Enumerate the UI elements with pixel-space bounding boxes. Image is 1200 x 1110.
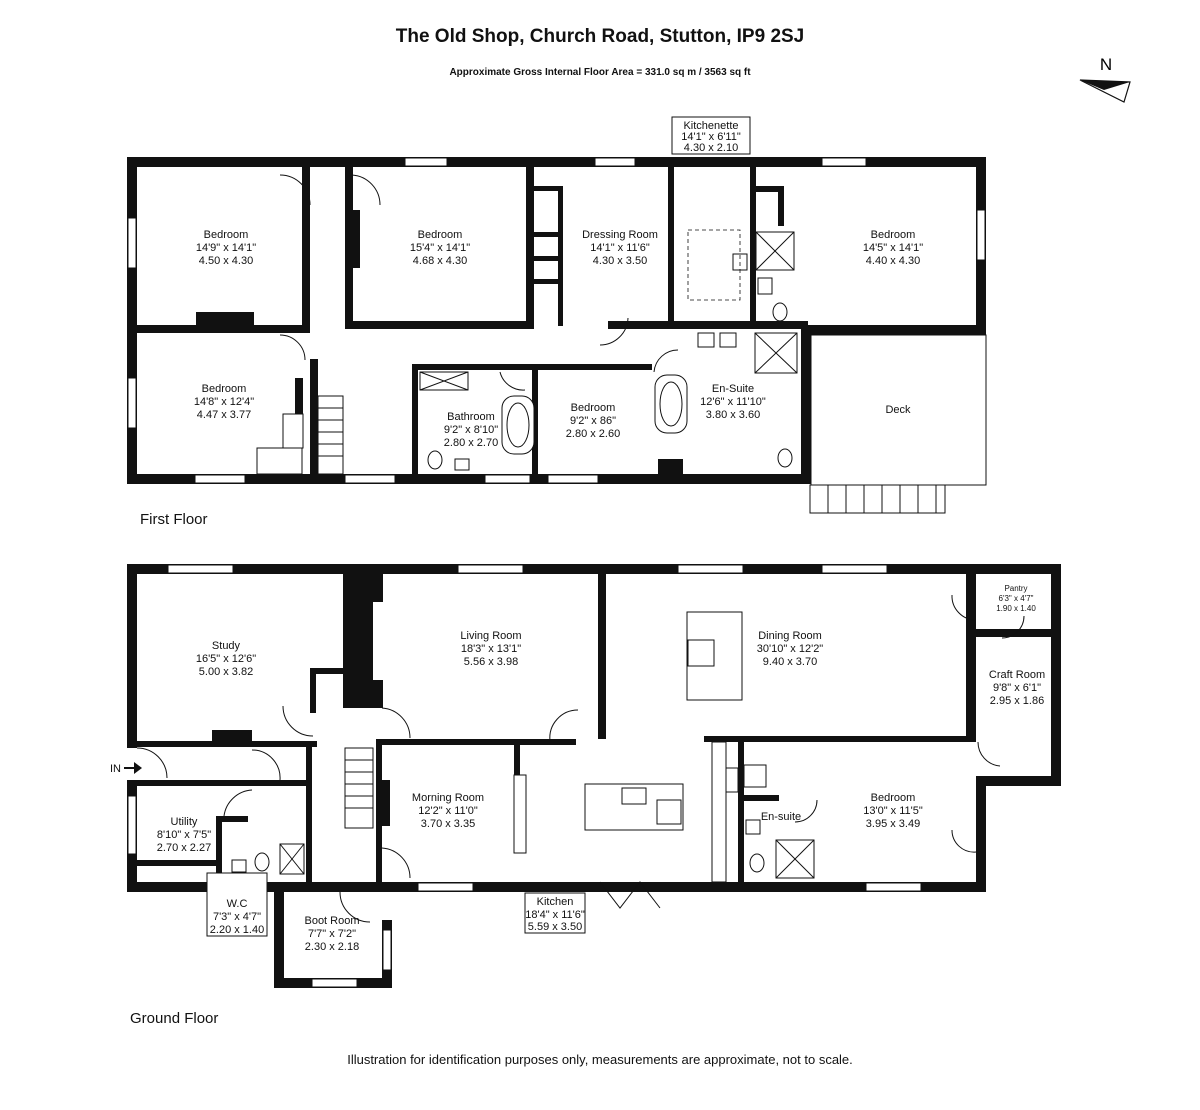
ff-dressing-room-name: Dressing Room (582, 229, 658, 241)
gf-utility-name: Utility (171, 816, 198, 828)
ff-bedroom-4-imperial: 14'8" x 12'4" (194, 396, 254, 408)
gf-boot-room-metric: 2.30 x 2.18 (305, 941, 359, 953)
gf-craft-room-name: Craft Room (989, 669, 1045, 681)
entrance-arrow-icon (124, 762, 142, 774)
gf-study-metric: 5.00 x 3.82 (199, 666, 253, 678)
ff-kitchenette-name: Kitchenette (683, 120, 738, 132)
gf-bedroom-name: Bedroom (871, 792, 916, 804)
gf-pantry-metric: 1.90 x 1.40 (996, 604, 1036, 613)
gf-craft-room-metric: 2.95 x 1.86 (990, 695, 1044, 707)
compass-label: N (1100, 55, 1112, 74)
gf-wc-metric: 2.20 x 1.40 (210, 924, 264, 936)
ff-bathroom-imperial: 9'2" x 8'10" (444, 424, 498, 436)
ff-bedroom-3-imperial: 14'5" x 14'1" (863, 242, 923, 254)
gf-wc-name: W.C (227, 898, 248, 910)
ff-bathroom-name: Bathroom (447, 411, 495, 423)
ff-bedroom-5-metric: 2.80 x 2.60 (566, 428, 620, 440)
ff-bedroom-4-name: Bedroom (202, 383, 247, 395)
ff-dressing-room-imperial: 14'1" x 11'6" (590, 242, 650, 254)
gf-wc-imperial: 7'3" x 4'7" (213, 911, 261, 923)
ff-bedroom-5-imperial: 9'2" x 86" (570, 415, 616, 427)
gf-dining-room-name: Dining Room (758, 630, 822, 642)
first-floor-label: First Floor (140, 511, 208, 528)
first-floor-plan: Bedroom 14'9" x 14'1" 4.50 x 4.30 Bedroo… (127, 116, 987, 514)
gf-dining-room-imperial: 30'10" x 12'2" (757, 643, 824, 655)
ff-bathroom-metric: 2.80 x 2.70 (444, 437, 498, 449)
ff-dressing-room-metric: 4.30 x 3.50 (593, 255, 647, 267)
ff-kitchenette-metric: 4.30 x 2.10 (684, 142, 738, 154)
ground-floor-label: Ground Floor (130, 1010, 219, 1027)
ff-en-suite-imperial: 12'6" x 11'10" (700, 396, 766, 408)
entrance-label: IN (110, 763, 121, 775)
gf-boot-room-imperial: 7'7" x 7'2" (308, 928, 356, 940)
gf-morning-room-metric: 3.70 x 3.35 (421, 818, 475, 830)
ff-bedroom-1-name: Bedroom (204, 229, 249, 241)
gf-kitchen-metric: 5.59 x 3.50 (528, 921, 582, 933)
gf-pantry-name: Pantry (1004, 584, 1027, 593)
ff-bedroom-4-metric: 4.47 x 3.77 (197, 409, 251, 421)
gf-dining-room-metric: 9.40 x 3.70 (763, 656, 817, 668)
ff-bedroom-3-name: Bedroom (871, 229, 916, 241)
gf-kitchen-name: Kitchen (537, 896, 574, 908)
disclaimer-text: Illustration for identification purposes… (347, 1052, 853, 1067)
gf-craft-room-imperial: 9'8" x 6'1" (993, 682, 1041, 694)
gf-study-name: Study (212, 640, 241, 652)
ff-bedroom-5-name: Bedroom (571, 402, 616, 414)
ff-kitchenette-imperial: 14'1" x 6'11" (681, 131, 741, 143)
gf-study-imperial: 16'5" x 12'6" (196, 653, 256, 665)
ff-bedroom-1-imperial: 14'9" x 14'1" (196, 242, 256, 254)
ff-bedroom-2-imperial: 15'4" x 14'1" (410, 242, 470, 254)
gf-living-room-metric: 5.56 x 3.98 (464, 656, 518, 668)
gf-utility-imperial: 8'10" x 7'5" (157, 829, 211, 841)
north-arrow-icon: N (1079, 55, 1131, 103)
ff-deck-name: Deck (885, 404, 911, 416)
floor-area-note: Approximate Gross Internal Floor Area = … (449, 67, 751, 78)
ff-bedroom-1-metric: 4.50 x 4.30 (199, 255, 253, 267)
gf-bedroom-metric: 3.95 x 3.49 (866, 818, 920, 830)
ff-bedroom-2-metric: 4.68 x 4.30 (413, 255, 467, 267)
gf-morning-room-imperial: 12'2" x 11'0" (418, 805, 478, 817)
gf-living-room-name: Living Room (460, 630, 521, 642)
plan-title: The Old Shop, Church Road, Stutton, IP9 … (395, 26, 805, 47)
ff-en-suite-metric: 3.80 x 3.60 (706, 409, 760, 421)
gf-kitchen-imperial: 18'4" x 11'6" (525, 909, 585, 921)
ff-bedroom-3-metric: 4.40 x 4.30 (866, 255, 920, 267)
gf-en-suite-name: En-suite (761, 811, 801, 823)
gf-utility-metric: 2.70 x 2.27 (157, 842, 211, 854)
gf-bedroom-imperial: 13'0" x 11'5" (863, 805, 923, 817)
ff-bedroom-2-name: Bedroom (418, 229, 463, 241)
ground-floor-plan: Study 16'5" x 12'6" 5.00 x 3.82 Living R… (110, 564, 1061, 988)
gf-living-room-imperial: 18'3" x 13'1" (461, 643, 521, 655)
ff-en-suite-name: En-Suite (712, 383, 754, 395)
gf-boot-room-name: Boot Room (304, 915, 359, 927)
gf-pantry-imperial: 6'3" x 4'7" (999, 594, 1034, 603)
gf-morning-room-name: Morning Room (412, 792, 484, 804)
